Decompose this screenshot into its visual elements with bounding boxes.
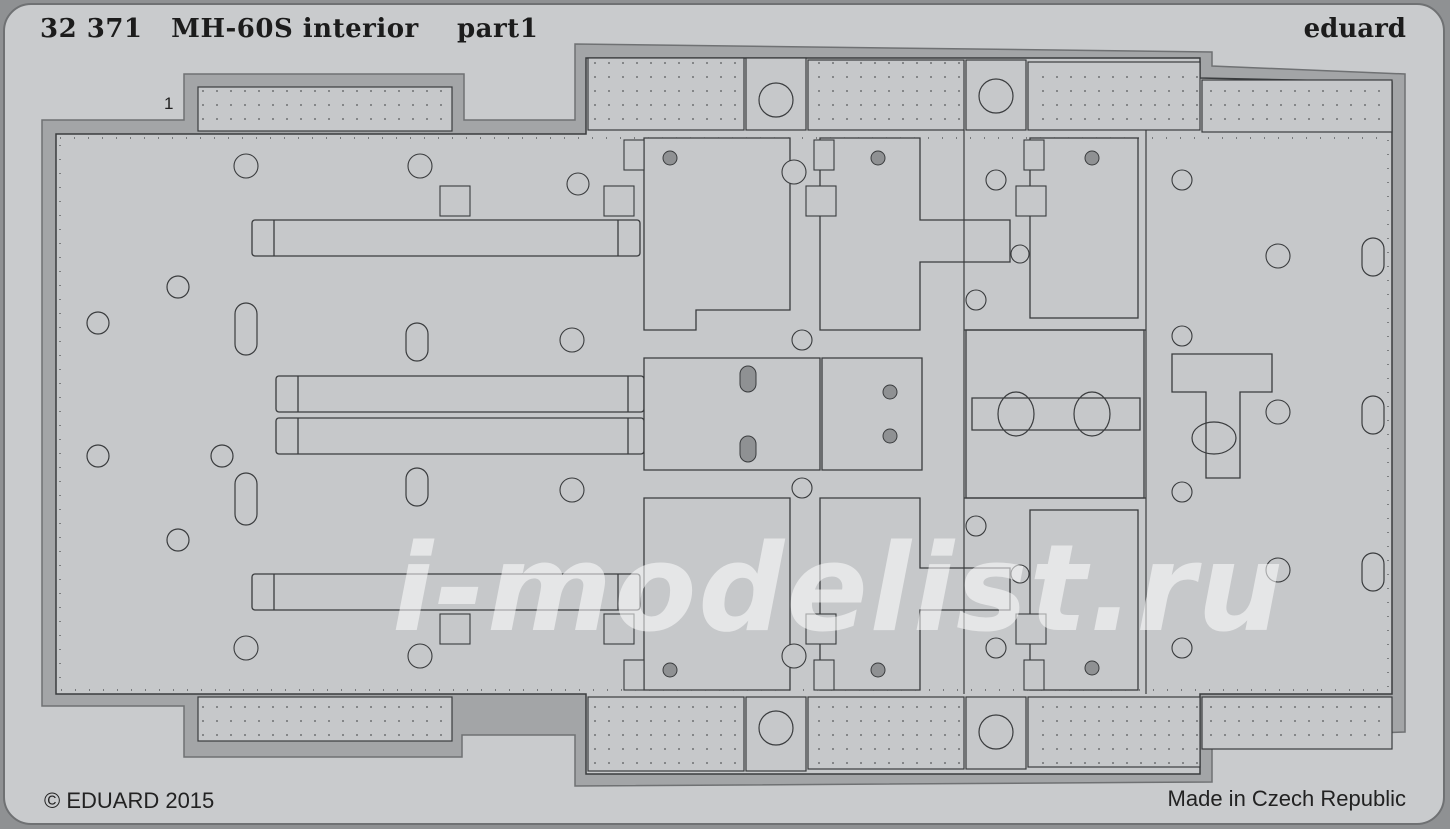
copyright-text: © EDUARD 2015 (44, 788, 215, 813)
filled-holes (662, 150, 1100, 678)
seat-frames (643, 137, 1273, 691)
seat-rails (251, 219, 645, 611)
frame-divider-lines (963, 130, 1147, 694)
brackets (233, 139, 1291, 691)
flap-rivet-fields (200, 60, 1390, 769)
flap-holes (758, 78, 1014, 750)
part-number-label: 1 (164, 94, 174, 113)
brand-logo-text: eduard (1303, 14, 1406, 44)
fret-title: 32 371 MH-60S interior part1 (40, 14, 539, 44)
mounting-holes (86, 237, 1385, 592)
made-in-text: Made in Czech Republic (1167, 786, 1406, 811)
